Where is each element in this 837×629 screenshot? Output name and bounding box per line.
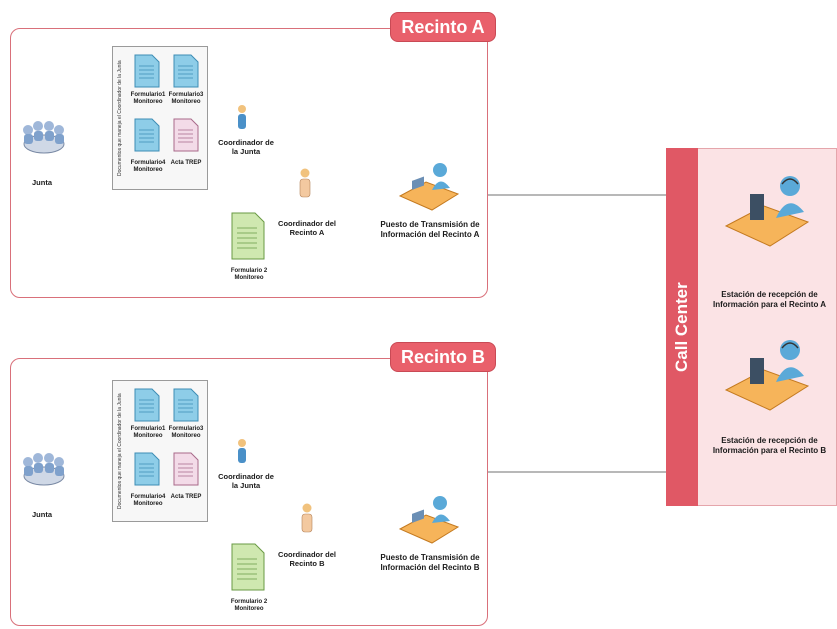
call-center-title: Call Center — [666, 148, 698, 506]
junta-meeting-icon — [18, 112, 68, 167]
station-a-label: Estación de recepción de Información par… — [712, 290, 827, 309]
coordinator-person-icon — [236, 438, 248, 469]
reception-station-icon — [724, 172, 810, 255]
document-icon — [173, 118, 199, 157]
docs-box-a-note: Documentos que maneja el Coordinador de … — [117, 60, 123, 176]
coord-junta-b-label: Coordinador de la Junta — [218, 472, 274, 490]
recinto-a-title: Recinto A — [390, 12, 496, 42]
doc-acta-trep-a-label: Acta TREP — [170, 160, 202, 166]
coordinator-person-icon — [236, 104, 248, 135]
doc-acta-trep-b-label: Acta TREP — [170, 494, 202, 500]
doc-formulario3-a-label: Formulario3 Monitoreo — [168, 92, 204, 106]
puesto-b-label: Puesto de Transmisión de Información del… — [380, 553, 480, 572]
document-icon — [134, 118, 160, 157]
docs-box-b-note: Documentos que maneja el Coordinador de … — [117, 393, 123, 509]
document-icon — [134, 54, 160, 93]
doc-formulario1-a-label: Formulario1 Monitoreo — [130, 92, 166, 106]
coord-recinto-a-label: Coordinador del Recinto A — [278, 219, 336, 237]
reception-station-icon — [724, 336, 810, 419]
coord-junta-a-label: Coordinador de la Junta — [218, 138, 274, 156]
station-b-label: Estación de recepción de Información par… — [712, 436, 827, 455]
form2-document-icon — [231, 543, 265, 596]
document-icon — [134, 452, 160, 491]
junta-meeting-icon — [18, 444, 68, 499]
doc-formulario4-a-label: Formulario4 Monitoreo — [130, 160, 166, 174]
document-icon — [173, 452, 199, 491]
form2-b-label: Formulario 2 Monitoreo — [230, 599, 268, 613]
junta-b-label: Junta — [31, 510, 52, 519]
coordinator-person-icon — [298, 168, 312, 203]
puesto-a-label: Puesto de Transmisión de Información del… — [380, 220, 480, 239]
coord-recinto-b-label: Coordinador del Recinto B — [278, 550, 336, 568]
doc-formulario1-b-label: Formulario1 Monitoreo — [130, 426, 166, 440]
form2-a-label: Formulario 2 Monitoreo — [230, 268, 268, 282]
document-icon — [173, 388, 199, 427]
junta-a-label: Junta — [31, 178, 52, 187]
coordinator-person-icon — [300, 503, 314, 538]
recinto-b-title: Recinto B — [390, 342, 496, 372]
doc-formulario4-b-label: Formulario4 Monitoreo — [130, 494, 166, 508]
workstation-icon — [398, 493, 460, 550]
form2-document-icon — [231, 212, 265, 265]
document-icon — [134, 388, 160, 427]
workstation-icon — [398, 160, 460, 217]
doc-formulario3-b-label: Formulario3 Monitoreo — [168, 426, 204, 440]
document-icon — [173, 54, 199, 93]
